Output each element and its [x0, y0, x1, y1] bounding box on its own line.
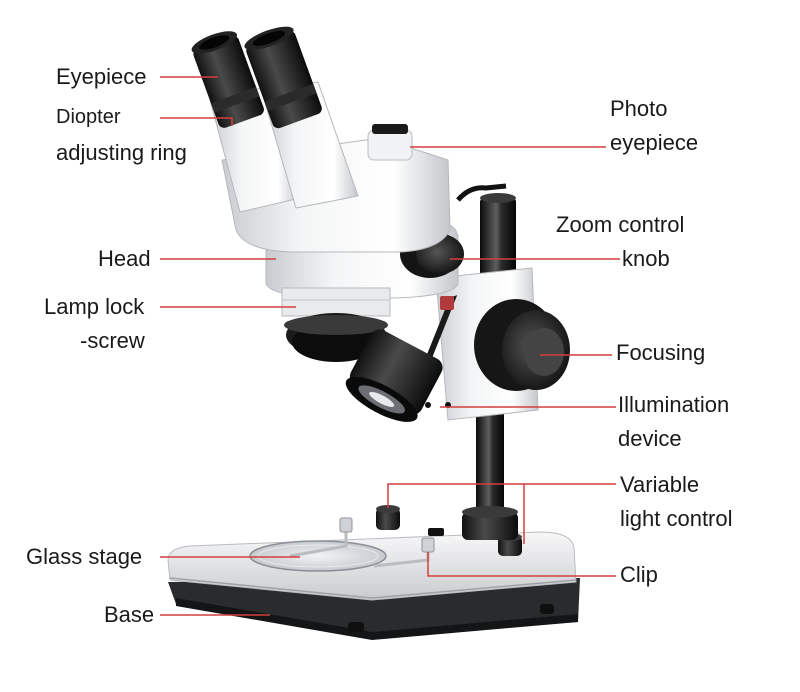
label-photo-eyepiece-line2: eyepiece: [610, 130, 699, 155]
label-zoom-line2: knob: [622, 246, 670, 271]
label-variable-line2: light control: [620, 506, 733, 531]
label-diopter-line2: adjusting ring: [56, 140, 187, 165]
label-variable-line1: Variable: [620, 472, 700, 497]
callout-lines: [160, 76, 620, 616]
callout-clip: [427, 552, 616, 577]
label-glass-stage: Glass stage: [26, 544, 143, 569]
label-eyepiece: Eyepiece: [56, 64, 147, 89]
label-photo-eyepiece-line1: Photo: [610, 96, 668, 121]
callout-variable-light: [387, 483, 525, 544]
label-clip: Clip: [620, 562, 658, 587]
label-illumination-line2: device: [618, 426, 682, 451]
label-zoom-line1: Zoom control: [556, 212, 685, 237]
illumination-device: [345, 295, 458, 422]
eyepieces: [191, 26, 322, 129]
label-illumination-line1: Illumination: [618, 392, 730, 417]
label-diopter-line1: Diopter: [56, 106, 121, 128]
label-base: Base: [104, 602, 155, 627]
label-lamp-lock-line2: -screw: [80, 328, 145, 353]
callout-diopter: [160, 117, 233, 126]
glass-stage: [249, 540, 387, 572]
label-focusing: Focusing: [616, 340, 706, 365]
label-head: Head: [98, 246, 151, 271]
focusing-knob: [474, 299, 570, 391]
label-lamp-lock-line1: Lamp lock: [44, 294, 145, 319]
